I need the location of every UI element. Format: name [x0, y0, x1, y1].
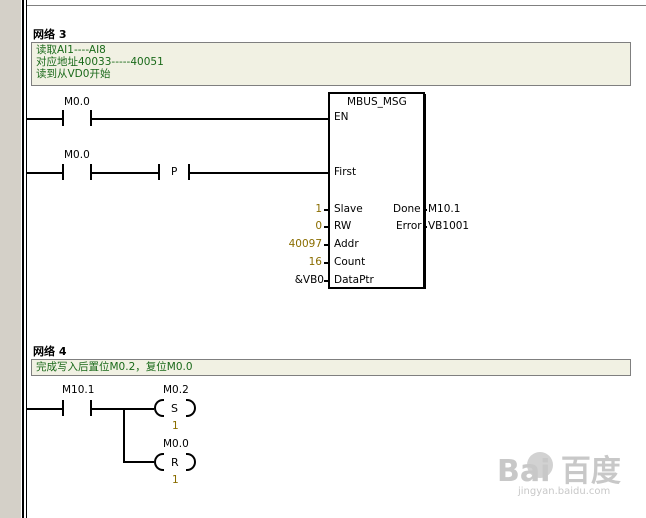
coil-set-right[interactable]	[186, 399, 196, 417]
network3-title[interactable]: 网络 3	[33, 28, 67, 41]
pin-done: Done	[393, 203, 421, 215]
coil-set-left[interactable]	[154, 399, 164, 417]
contact-address: M10.1	[62, 384, 95, 396]
block-title: MBUS_MSG	[347, 96, 407, 108]
param-dataptr-value[interactable]: &VB0	[294, 274, 324, 286]
wire	[92, 172, 158, 174]
param-slave-value[interactable]: 1	[315, 203, 322, 215]
coil-reset-left[interactable]	[154, 453, 164, 471]
comment-line: 读到从VD0开始	[36, 68, 111, 80]
pin-first: First	[334, 166, 357, 178]
baidu-watermark-url: jingyan.baidu.com	[518, 486, 611, 497]
coil-reset-right[interactable]	[186, 453, 196, 471]
coil-reset-count[interactable]: 1	[172, 474, 179, 486]
baidu-paw-logo	[527, 452, 553, 478]
branch-wire	[123, 408, 125, 462]
param-addr-value[interactable]: 40097	[288, 238, 322, 250]
pulse-contact-left[interactable]	[158, 164, 160, 180]
pulse-contact-label: P	[171, 166, 178, 178]
pin-en: EN	[334, 111, 349, 123]
pin-stub	[423, 226, 427, 228]
pin-slave: Slave	[334, 203, 363, 215]
pin-stub	[324, 209, 328, 211]
pin-stub	[423, 209, 427, 211]
param-count-value[interactable]: 16	[308, 256, 322, 268]
power-rail	[22, 0, 24, 518]
contact-no-right[interactable]	[90, 110, 92, 126]
param-rw-value[interactable]: 0	[315, 220, 322, 232]
mbus-msg-block[interactable]	[328, 92, 425, 289]
comment-line: 对应地址40033-----40051	[36, 56, 164, 68]
contact-no-left[interactable]	[62, 400, 64, 416]
contact-no-right[interactable]	[90, 400, 92, 416]
contact-no-right[interactable]	[90, 164, 92, 180]
contact-no-left[interactable]	[62, 110, 64, 126]
coil-set-letter: S	[171, 402, 178, 415]
contact-no-left[interactable]	[62, 164, 64, 180]
comment-line: 读取AI1----AI8	[36, 44, 106, 56]
pin-stub	[324, 226, 328, 228]
pin-count: Count	[334, 256, 366, 268]
pin-dataptr: DataPtr	[334, 274, 374, 286]
network3-comment[interactable]: 读取AI1----AI8 对应地址40033-----40051 读到从VD0开…	[31, 42, 631, 86]
power-rail-inner	[26, 0, 27, 518]
wire	[123, 461, 154, 463]
pin-stub	[324, 262, 328, 264]
contact-address: M0.0	[64, 96, 90, 108]
wire	[27, 408, 62, 410]
pin-stub	[324, 244, 328, 246]
coil-reset-letter: R	[171, 456, 179, 469]
coil-address: M0.0	[163, 438, 189, 450]
coil-set-count[interactable]: 1	[172, 420, 179, 432]
pin-stub	[324, 280, 328, 282]
wire	[92, 118, 328, 120]
pin-addr: Addr	[334, 238, 359, 250]
comment-line: 完成写入后置位M0.2，复位M0.0	[36, 361, 193, 373]
network4-title[interactable]: 网络 4	[33, 345, 67, 358]
pin-error: Error	[396, 220, 422, 232]
param-error-value[interactable]: VB1001	[428, 220, 470, 232]
pin-rw: RW	[334, 220, 352, 232]
contact-address: M0.0	[64, 149, 90, 161]
pulse-contact-right[interactable]	[188, 164, 190, 180]
wire	[27, 118, 62, 120]
baidu-watermark: Bai 百度	[497, 454, 621, 489]
left-gutter	[0, 0, 21, 518]
wire	[27, 172, 62, 174]
coil-address: M0.2	[163, 384, 189, 396]
network-divider	[27, 5, 646, 6]
network4-comment[interactable]: 完成写入后置位M0.2，复位M0.0	[31, 359, 631, 376]
param-done-value[interactable]: M10.1	[428, 203, 461, 215]
wire	[190, 172, 328, 174]
